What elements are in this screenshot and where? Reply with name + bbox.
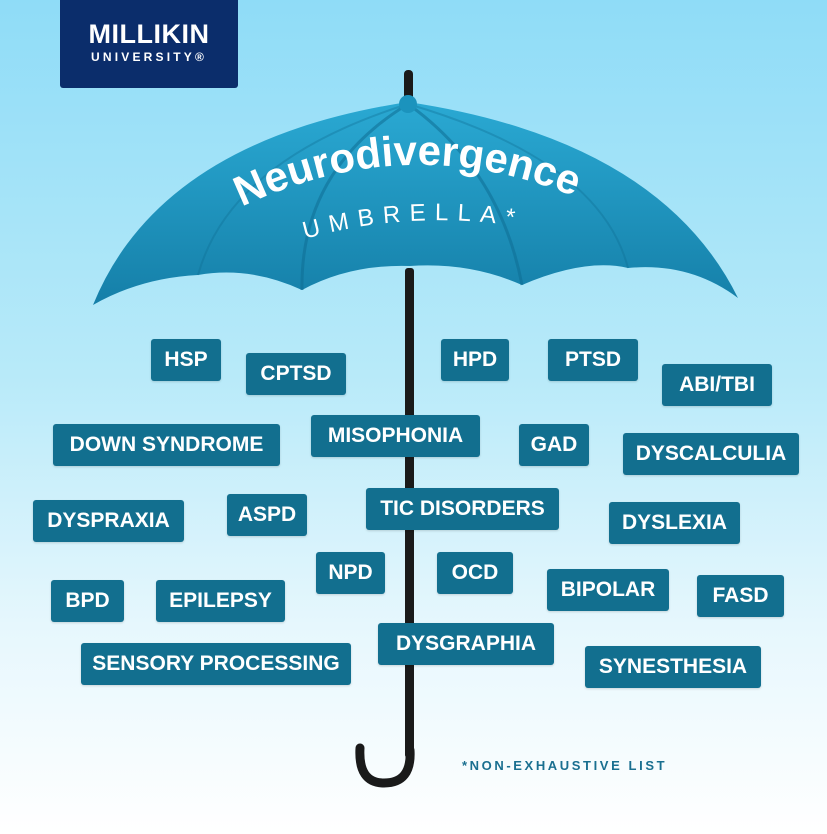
tag-ptsd: PTSD: [548, 339, 638, 381]
tag-dyslexia: DYSLEXIA: [609, 502, 740, 544]
tag-npd: NPD: [316, 552, 385, 594]
tag-hpd: HPD: [441, 339, 509, 381]
tag-synesthesia: SYNESTHESIA: [585, 646, 761, 688]
millikin-logo: MILLIKIN UNIVERSITY®: [60, 0, 238, 88]
tag-down-syndrome: DOWN SYNDROME: [53, 424, 280, 466]
tag-dysgraphia: DYSGRAPHIA: [378, 623, 554, 665]
tag-ocd: OCD: [437, 552, 513, 594]
tag-aspd: ASPD: [227, 494, 307, 536]
footnote: *NON-EXHAUSTIVE LIST: [462, 758, 668, 773]
tag-cptsd: CPTSD: [246, 353, 346, 395]
tag-tic-disorders: TIC DISORDERS: [366, 488, 559, 530]
tag-epilepsy: EPILEPSY: [156, 580, 285, 622]
umbrella-canopy: [93, 102, 738, 305]
tag-bipolar: BIPOLAR: [547, 569, 669, 611]
logo-line-2: UNIVERSITY®: [90, 50, 208, 64]
tag-dyspraxia: DYSPRAXIA: [33, 500, 184, 542]
umbrella-handle: [355, 743, 415, 788]
tag-hsp: HSP: [151, 339, 221, 381]
tag-dyscalculia: DYSCALCULIA: [623, 433, 799, 475]
logo-line-1: MILLIKIN: [88, 19, 210, 49]
tag-fasd: FASD: [697, 575, 784, 617]
tag-gad: GAD: [519, 424, 589, 466]
tag-abi-tbi: ABI/TBI: [662, 364, 772, 406]
umbrella-finial: [399, 95, 417, 113]
tag-misophonia: MISOPHONIA: [311, 415, 480, 457]
tag-bpd: BPD: [51, 580, 124, 622]
tag-sensory-processing: SENSORY PROCESSING: [81, 643, 351, 685]
